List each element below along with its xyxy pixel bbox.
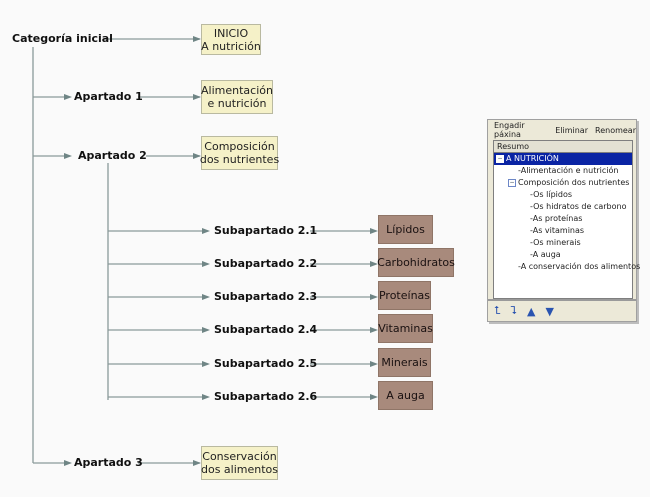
promote-icon[interactable]: ⮤ — [494, 304, 501, 317]
subsection-label: Subapartado 2.5 — [214, 357, 318, 370]
subsection-label: Subapartado 2.6 — [214, 390, 318, 403]
tree-item-label: Os minerais — [533, 238, 581, 247]
tree-connector: - — [530, 226, 533, 235]
arrowhead — [370, 261, 378, 267]
subsection-box[interactable]: Lípidos — [378, 215, 433, 244]
tree-item[interactable]: -Os minerais — [494, 237, 632, 249]
delete-menu[interactable]: Eliminar — [555, 125, 588, 135]
tree-item[interactable]: -Alimentación e nutrición — [494, 165, 632, 177]
section-label-1: Apartado 1 — [74, 90, 143, 103]
arrowhead — [202, 294, 210, 300]
arrowhead — [193, 153, 201, 159]
tree-connector: - — [530, 190, 534, 199]
tree-item[interactable]: -A auga — [494, 249, 632, 261]
subsection-box[interactable]: A auga — [378, 381, 433, 410]
start-box[interactable]: INICIO A nutrición — [201, 24, 261, 55]
tree-item-label: Composición dos nutrientes — [518, 178, 630, 187]
tree-item[interactable]: -As proteínas — [494, 213, 632, 225]
root-category-label: Categoría inicial — [12, 32, 113, 45]
section-box-1[interactable]: Alimentación e nutrición — [201, 80, 273, 114]
subsection-label: Subapartado 2.1 — [214, 224, 318, 237]
arrowhead — [202, 394, 210, 400]
move-down-icon[interactable]: ▼ — [545, 304, 554, 318]
tree-item-label: A auga — [532, 250, 561, 259]
subsection-label: Subapartado 2.3 — [214, 290, 318, 303]
move-up-icon[interactable]: ▲ — [527, 304, 536, 318]
arrowhead — [370, 361, 378, 367]
arrowhead — [193, 36, 201, 42]
panel-menubar: Engadir páxina Eliminar Renomear — [488, 120, 636, 140]
tree-connector: - — [530, 250, 533, 259]
tree-item[interactable]: −A NUTRICIÓN — [494, 153, 632, 165]
tree-item[interactable]: -Os hidratos de carbono — [494, 201, 632, 213]
arrowhead — [193, 94, 201, 100]
tree-item[interactable]: -Os lípidos — [494, 189, 632, 201]
arrowhead — [202, 361, 210, 367]
demote-icon[interactable]: ⮧ — [510, 304, 518, 317]
tree-connector: - — [530, 202, 534, 211]
arrowhead — [370, 394, 378, 400]
subsection-label: Subapartado 2.4 — [214, 323, 318, 336]
tree-item-label: As vitaminas — [532, 226, 585, 235]
section-box-3[interactable]: Conservación dos alimentos — [201, 446, 278, 480]
tree-connector: - — [530, 214, 533, 223]
add-page-menu[interactable]: Engadir páxina — [494, 121, 525, 139]
tree-item-label: As proteínas — [532, 214, 583, 223]
collapse-icon[interactable]: − — [496, 154, 504, 163]
section-label-2: Apartado 2 — [78, 149, 147, 162]
arrowhead — [64, 153, 72, 159]
section-label-3: Apartado 3 — [74, 456, 143, 469]
arrowhead — [370, 228, 378, 234]
arrowhead — [370, 327, 378, 333]
tree-item[interactable]: −Composición dos nutrientes — [494, 177, 632, 189]
arrowhead — [202, 228, 210, 234]
subsection-box[interactable]: Proteínas — [378, 281, 431, 310]
arrowhead — [202, 327, 210, 333]
subsection-box[interactable]: Carbohidratos — [377, 248, 455, 277]
subsection-box[interactable]: Vitaminas — [378, 314, 433, 343]
outline-tree[interactable]: Resumo −A NUTRICIÓN-Alimentación e nutri… — [493, 140, 640, 299]
panel-toolbar: ⮤ ⮧ ▲ ▼ — [488, 299, 636, 321]
section-box-2[interactable]: Composición dos nutrientes — [200, 136, 279, 170]
arrowhead — [202, 261, 210, 267]
rename-menu[interactable]: Renomear — [595, 125, 636, 135]
collapse-icon[interactable]: − — [508, 178, 516, 187]
tree-connector: - — [518, 262, 521, 271]
tree-item-label: Os lípidos — [533, 190, 573, 199]
tree-item-label: A conservación dos alimentos — [520, 262, 641, 271]
tree-header: Resumo — [494, 141, 632, 153]
tree-connector: - — [530, 238, 534, 247]
tree-item-label: Alimentación e nutrición — [520, 166, 619, 175]
tree-item-label: A NUTRICIÓN — [506, 154, 559, 163]
subsection-label: Subapartado 2.2 — [214, 257, 318, 270]
arrowhead — [64, 460, 72, 466]
arrowhead — [64, 94, 72, 100]
tree-item[interactable]: -As vitaminas — [494, 225, 632, 237]
arrowhead — [193, 460, 201, 466]
arrowhead — [370, 294, 378, 300]
tree-item[interactable]: -A conservación dos alimentos — [494, 261, 640, 273]
tree-item-label: Os hidratos de carbono — [533, 202, 627, 211]
tree-connector: - — [518, 166, 521, 175]
outline-panel: Engadir páxina Eliminar Renomear Resumo … — [487, 119, 640, 322]
subsection-box[interactable]: Minerais — [378, 348, 431, 377]
